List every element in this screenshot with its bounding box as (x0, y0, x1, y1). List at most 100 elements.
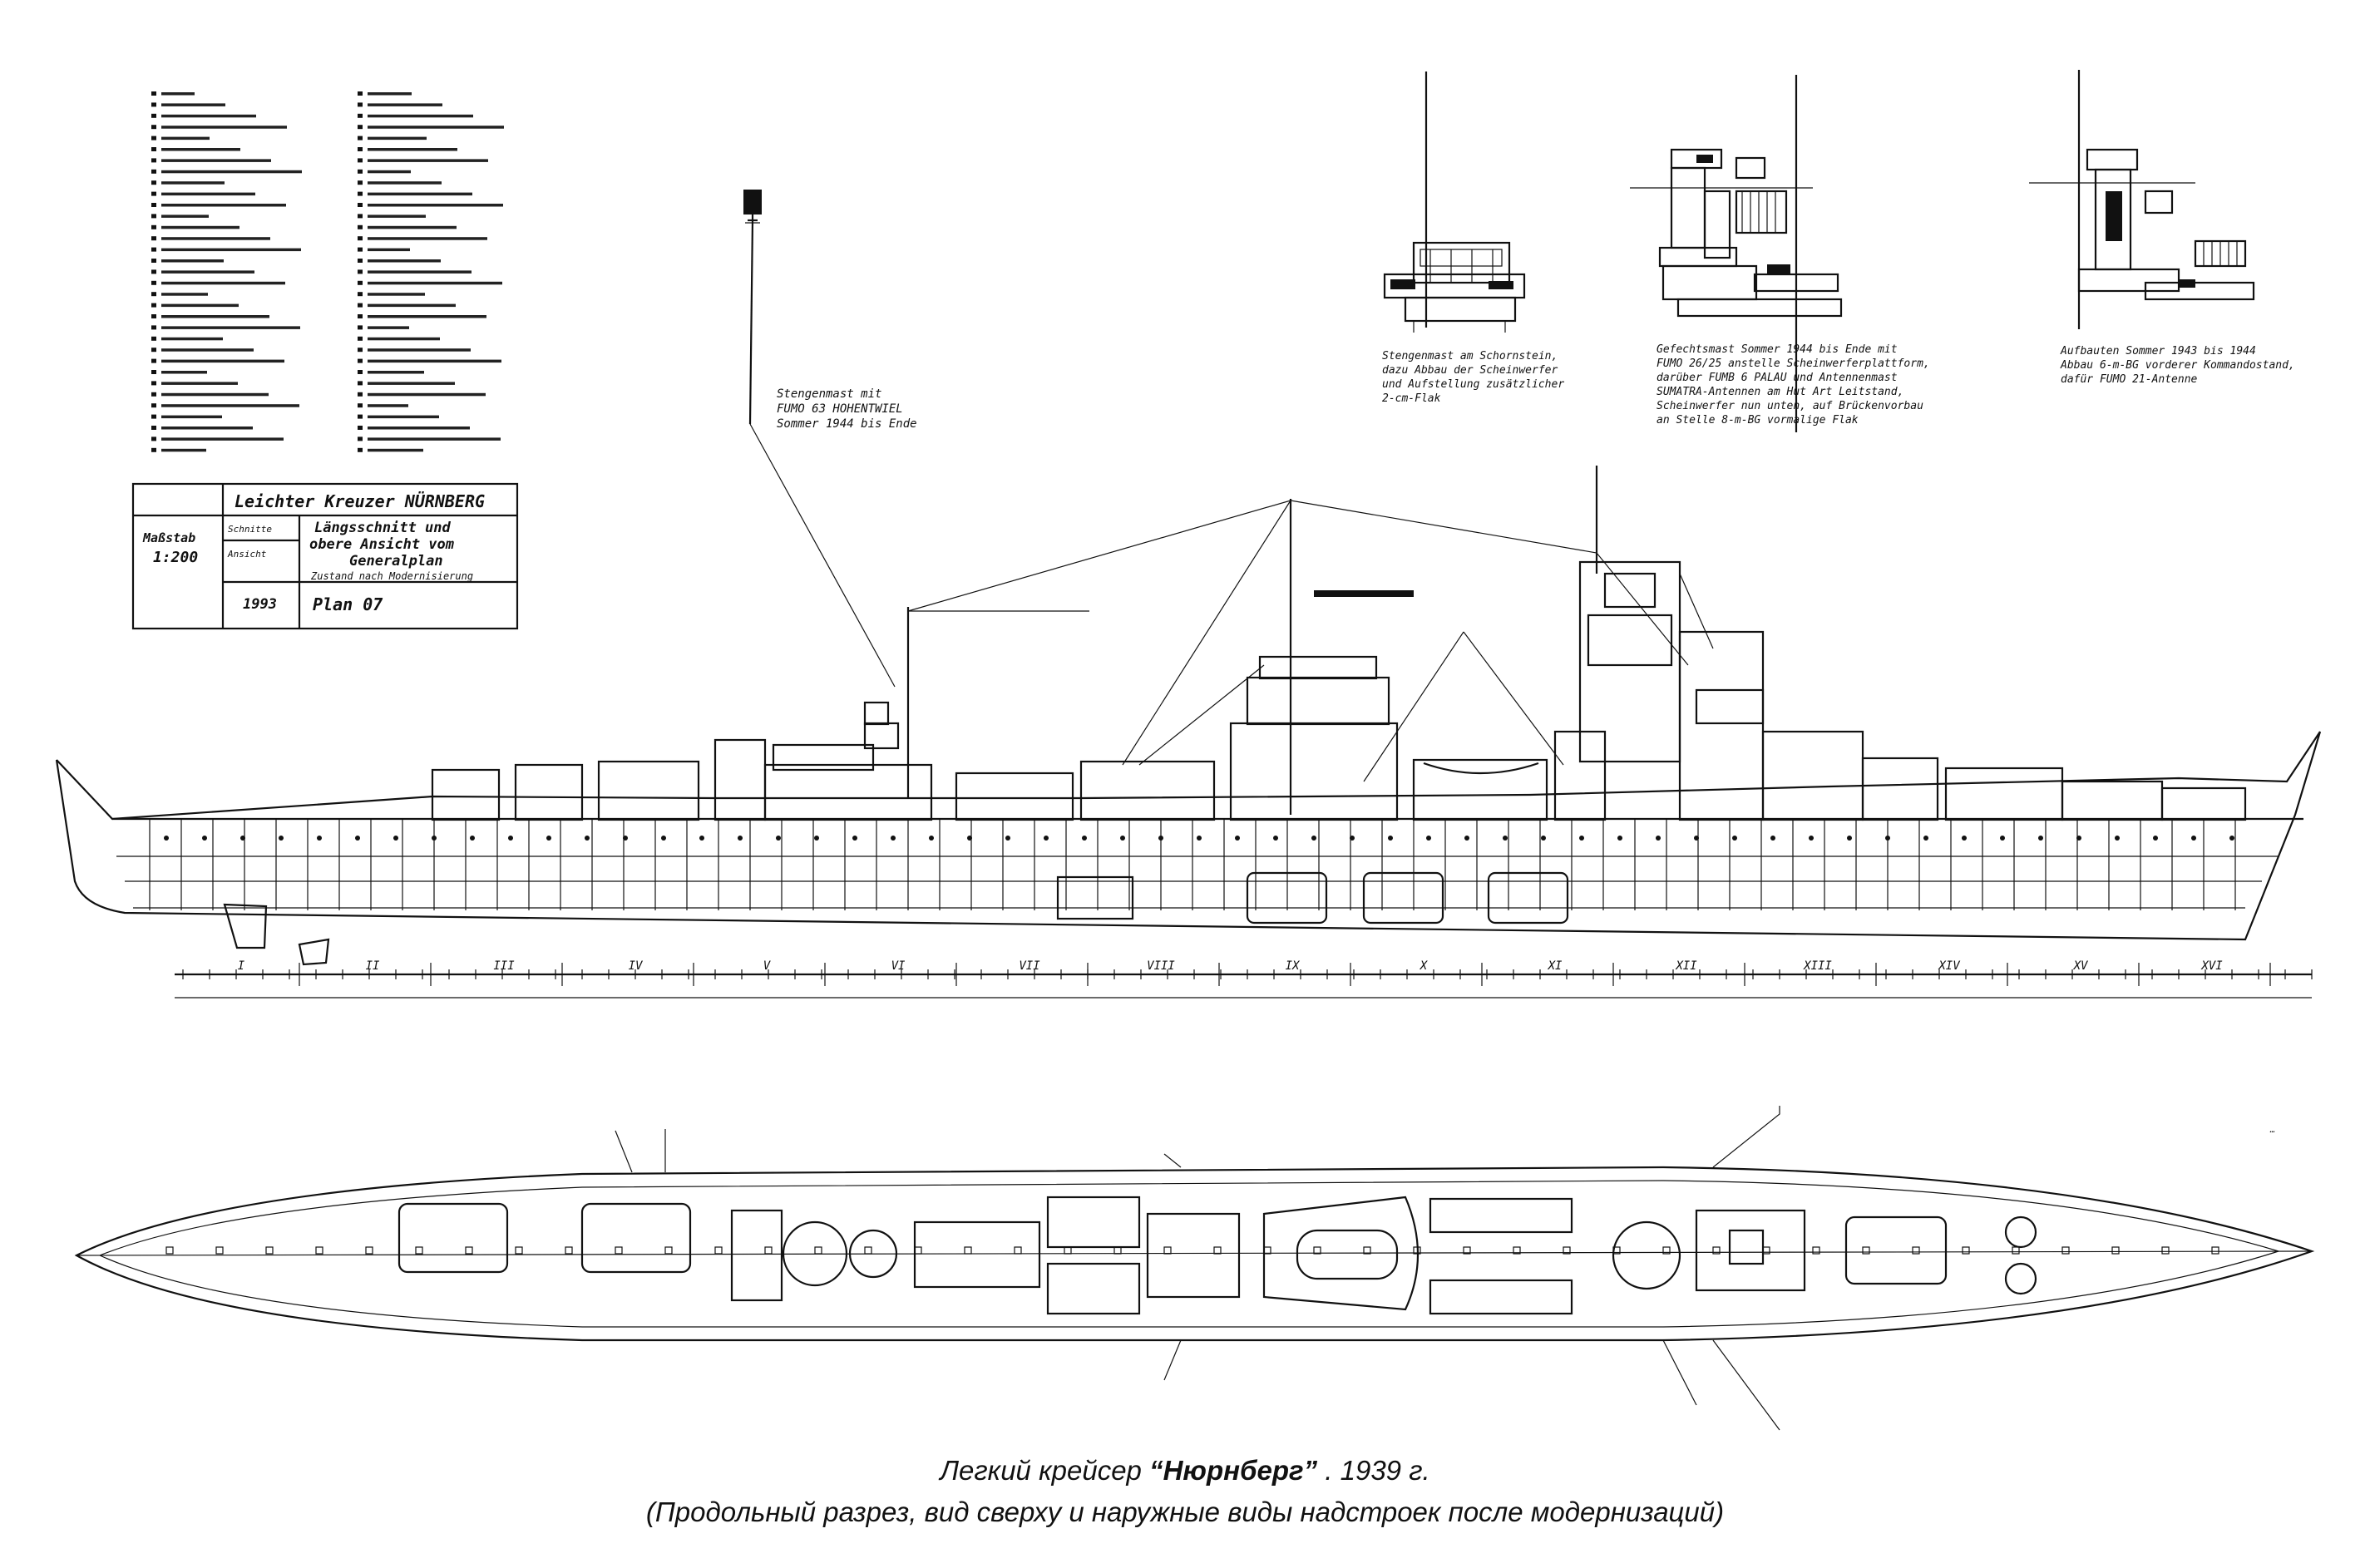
title-block-desc-2: obere Ansicht vom (309, 536, 455, 553)
legend-item-text (368, 404, 408, 407)
legend-item-number (151, 280, 156, 285)
foremast-note-line-2: FUMO 26/25 anstelle Scheinwerferplattfor… (1657, 357, 1930, 370)
porthole (2229, 836, 2234, 841)
deck-fitting (2111, 1246, 2120, 1255)
hold-numeral: XI (1548, 959, 1563, 973)
hold-block-1 (1246, 871, 1328, 925)
legend-item-number (151, 203, 156, 207)
porthole (776, 836, 781, 841)
legend-item-number (358, 102, 363, 107)
legend-item-text (368, 237, 487, 240)
hold-numeral: XIII (1803, 959, 1832, 973)
funnel-note-line-4: 2-cm-Flak (1382, 392, 1441, 405)
inset-bridge: Aufbauten Sommer 1943 bis 1944 Abbau 6-m… (2029, 70, 2295, 386)
legend-item-text (161, 326, 300, 329)
hull-outline (55, 731, 2322, 941)
porthole (1082, 836, 1087, 841)
legend-item-text (368, 392, 486, 397)
legend-item-text (368, 337, 440, 341)
caption-ship-name: “Нюрнберг” (1149, 1455, 1318, 1486)
legend-item-text (368, 359, 501, 363)
title-block-plan: Plan 07 (313, 594, 383, 614)
legend-item-text (161, 103, 225, 106)
legend-item-number (358, 113, 363, 118)
hold-numeral: IV (629, 959, 644, 973)
legend-item-text (368, 303, 456, 308)
legend-item-text (161, 148, 240, 151)
legend-item-text (161, 192, 255, 196)
legend-item-number (151, 414, 156, 419)
legend-item-number (358, 269, 363, 274)
porthole (852, 836, 857, 841)
hold-numeral: VII (1019, 959, 1040, 973)
legend-item-text (161, 248, 301, 252)
deck-fitting (565, 1246, 573, 1255)
legend-item-number (151, 392, 156, 397)
hold-numeral: II (366, 959, 380, 973)
deck-fitting (365, 1246, 373, 1255)
hold-numeral: XVI (2200, 959, 2223, 973)
porthole (240, 836, 245, 841)
legend-item-text (368, 293, 425, 296)
deck-fitting (964, 1246, 972, 1255)
inset-funnel-mast: Stengenmast am Schornstein, dazu Abbau d… (1382, 71, 1564, 405)
hold-numeral: X (1420, 959, 1429, 973)
legend-item-text (368, 259, 441, 263)
porthole (585, 836, 590, 841)
porthole (1770, 836, 1775, 841)
turret-a (1844, 1215, 1948, 1285)
deck-fitting (1113, 1246, 1122, 1255)
legend-item-text (161, 270, 254, 274)
deck-fitting (1263, 1246, 1271, 1255)
legend-item-text (368, 348, 471, 352)
porthole (1197, 836, 1202, 841)
porthole (891, 836, 896, 841)
porthole (1923, 836, 1928, 841)
deck-fitting (615, 1246, 623, 1255)
foremast-note-line-3: darüber FUMB 6 PALAU und Antennenmast (1657, 372, 1898, 384)
hold-block-2 (1362, 871, 1444, 925)
legend-item-text (161, 92, 195, 96)
propeller (298, 938, 330, 966)
title-block-year: 1993 (243, 596, 277, 613)
legend-item-text (161, 404, 299, 407)
title-block-ship: Leichter Kreuzer NÜRNBERG (235, 491, 485, 511)
legend-item-number (358, 224, 363, 229)
legend-item-number (151, 292, 156, 297)
legend-item-text (368, 315, 486, 318)
porthole (738, 836, 743, 841)
legend-item-text (161, 159, 271, 162)
legend-item-text (161, 259, 224, 263)
legend-item-number (151, 358, 156, 363)
foremast-note-line-5: Scheinwerfer nun unten, auf Brückenvorba… (1657, 400, 1923, 412)
legend-item-text (161, 382, 238, 385)
legend-item-number (151, 191, 156, 196)
porthole (508, 836, 513, 841)
deck-fitting (1862, 1246, 1870, 1255)
legend-item-text (368, 170, 411, 174)
porthole (1885, 836, 1890, 841)
mast-note-line-3: Sommer 1944 bis Ende (777, 417, 917, 431)
legend-item-number (151, 269, 156, 274)
legend-item-text (161, 348, 254, 352)
legend-item-number (151, 336, 156, 341)
legend-item-text (368, 103, 442, 106)
legend-item-text (368, 281, 502, 285)
deck-fitting (1912, 1246, 1920, 1255)
porthole (279, 836, 284, 841)
title-block: Leichter Kreuzer NÜRNBERG Maßstab 1:200 … (131, 482, 519, 630)
legend-item-number (151, 403, 156, 408)
porthole (1809, 836, 1814, 841)
title-block-row-1: Schnitte (228, 524, 272, 535)
porthole (1273, 836, 1278, 841)
hold-numeral: XIV (1938, 959, 1961, 973)
legend-item-number (358, 292, 363, 297)
legend-item-number (151, 169, 156, 174)
legend-item-number (358, 447, 363, 452)
turret-b (580, 1202, 692, 1274)
hold-numeral: IX (1286, 959, 1301, 973)
porthole (1235, 836, 1240, 841)
legend-item-text (161, 214, 209, 218)
deck-fitting (1463, 1246, 1471, 1255)
